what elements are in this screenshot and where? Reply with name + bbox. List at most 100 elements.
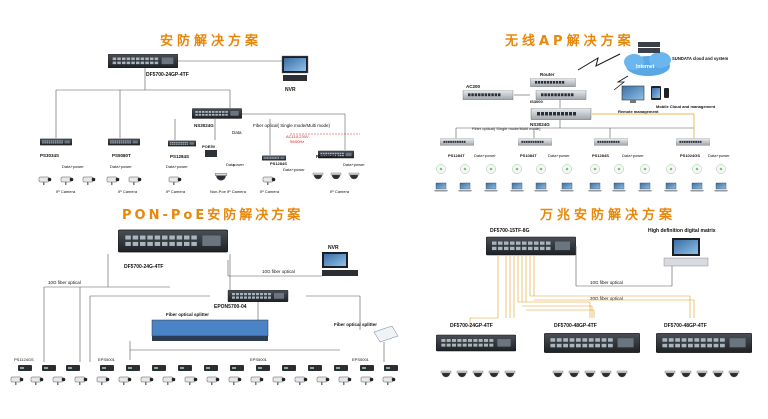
edge-switch-label-5: PS1024GS [316, 154, 339, 159]
pon-camera-row [10, 376, 396, 386]
fiber-10g-label-2: 10G fiber optical [48, 280, 81, 285]
edge-switch-label-4: PS1024GS [680, 153, 700, 158]
access-point-icon [512, 164, 522, 174]
onu-right-label: EPS5001 [250, 357, 268, 362]
fiber-optical-label: Fiber optical( Single mode/Multi mode) [253, 123, 331, 128]
core-switch-label: DF5700-24GP-4TF [146, 72, 189, 78]
edge-switch-icon-1 [440, 138, 474, 146]
poe-injector-icon [205, 150, 217, 157]
cloud-label: Internet [636, 64, 655, 70]
ip-camera-icon [294, 376, 308, 386]
ip-camera-label-5: IP Camera [330, 189, 350, 194]
onu-icon [384, 365, 398, 371]
dome-camera-icon [664, 370, 676, 378]
splitter-label: Fiber optical splitter [166, 312, 209, 317]
edge-switch-label-3: DF5700-48GP-4TF [664, 323, 707, 329]
data-power-label-1: Data+power [62, 164, 84, 169]
ip-camera-icon-4 [106, 176, 120, 186]
ip-camera-icon-6 [168, 176, 182, 186]
ip-camera-icon [184, 376, 198, 386]
remote-management-label: Remote management [618, 109, 659, 114]
data-power-label-4: Data+power [283, 167, 305, 172]
server-icon [638, 42, 660, 53]
dome-camera-icon [600, 370, 612, 378]
onu-mid-label: EPS5001 [98, 357, 116, 362]
agg-switch-icon [192, 108, 242, 119]
data-power-label-1: Data+power [474, 153, 496, 158]
monitor-icon [621, 85, 645, 103]
ip-camera-icon [162, 376, 176, 386]
laptop-icon [534, 182, 548, 192]
ip-camera-icon [52, 376, 66, 386]
pon-poe-solution-title: PON-PoE安防解决方案 [122, 208, 304, 223]
ip-camera-icon [206, 376, 220, 386]
olt-label: EPON5700-04 [214, 304, 247, 310]
non-poe-camera-icon [214, 173, 228, 181]
access-point-icon [614, 164, 624, 174]
dome-camera-icon [712, 370, 724, 378]
access-point-icon [460, 164, 470, 174]
dome-camera-icon [616, 370, 628, 378]
edge-switch-label-1: DF5700-24GP-4TF [450, 323, 493, 329]
dome-camera-icon [488, 370, 500, 378]
access-point-icon [436, 164, 446, 174]
fiber-links [469, 256, 695, 326]
data-power-label-4: Data+power [708, 153, 730, 158]
onu-right2-label: EPS5001 [352, 357, 370, 362]
data-power-label-2: Data+power [110, 164, 132, 169]
onu-icon [360, 365, 374, 371]
onu-icon [42, 365, 56, 371]
access-point-icon [640, 164, 650, 174]
agg-switch-icon [530, 108, 592, 120]
wireless-solution-panel: Internet SUNDATA cloud and system Remote… [434, 42, 730, 192]
edge-switch-label-1: PS3034S [40, 153, 59, 158]
data-label: Data [232, 130, 242, 135]
nvr-label: NVR [328, 245, 339, 251]
ip-camera-label-1: IP Camera [56, 189, 76, 194]
dome-camera-icon [696, 370, 708, 378]
core-switch-label: DF5700-15TF-8G [490, 228, 530, 234]
laptop-icon [612, 182, 626, 192]
onu-icon [282, 365, 296, 371]
fiber-20g-label: 20G fiber optical [590, 296, 623, 301]
ip-camera-icon [96, 376, 110, 386]
access-point-icon [486, 164, 496, 174]
data-label-2: Data [226, 162, 235, 167]
mini-splitter-icon [373, 325, 399, 343]
edge-switch-label-4: PS1284S [270, 161, 287, 166]
ip-camera-icon-3 [82, 176, 96, 186]
splitter-label-2: Fiber optical splitter [334, 322, 377, 327]
dome-camera-icon-2 [330, 172, 342, 180]
edge-switch-icon-3 [594, 138, 628, 146]
router-label: Router [540, 72, 555, 77]
laptop-icon [510, 182, 524, 192]
core-switch-icon [535, 90, 587, 100]
pon-solution-panel: DF5700-24G-4TF NVR 10G fiber optical EPO… [10, 228, 399, 386]
data-power-label-5: Data+power [343, 162, 365, 167]
edge-switch-icon-3 [168, 140, 196, 147]
ip-camera-icon [30, 376, 44, 386]
fiber-10g-label: 10G fiber optical [590, 280, 623, 285]
cloud-icon [624, 52, 671, 76]
ip-camera-icon-2 [60, 176, 74, 186]
edge-switch-icon-1 [436, 334, 516, 352]
onu-icon [100, 365, 114, 371]
edge-switch-icon-2 [108, 138, 140, 146]
nvr-device [281, 55, 309, 81]
olt-switch-icon [227, 290, 289, 302]
edge-switch-label-2: PS1084T [520, 153, 537, 158]
core-switch-label: IS3000 [530, 99, 543, 104]
access-point-icon [590, 164, 600, 174]
edge-switch-label-2: PS5080T [112, 153, 131, 158]
fiber-optical-label: Fiber optical( Single mode/Multi mode) [472, 126, 541, 131]
dome-camera-icon [552, 370, 564, 378]
fiber-10g-label: 10G fiber optical [262, 269, 295, 274]
dome-camera-icon [728, 370, 740, 378]
core-switch-icon [486, 236, 576, 256]
matrix-label: High definition digital matrix [648, 228, 716, 234]
onu-row [18, 365, 398, 371]
ip-camera-label-3: IP Camera [166, 189, 186, 194]
core-switch-label: DF5700-24G-4TF [124, 264, 163, 270]
wireless-ap-solution-title: 无线AP解决方案 [505, 34, 635, 49]
